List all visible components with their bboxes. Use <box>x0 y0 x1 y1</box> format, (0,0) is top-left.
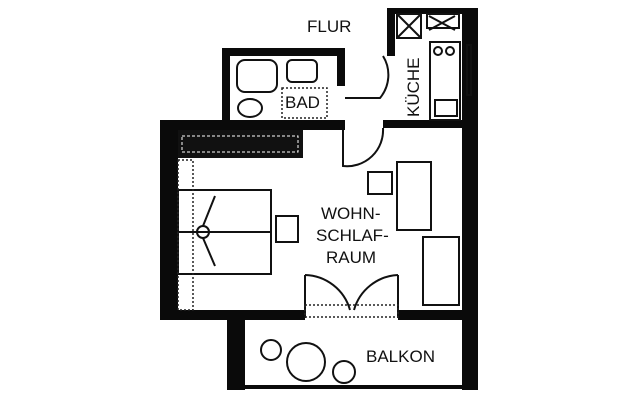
walls <box>160 8 478 390</box>
bathroom-fixtures <box>236 59 328 119</box>
balcony-table <box>286 342 326 382</box>
balcony-stool <box>260 339 282 361</box>
balcony-door-left <box>304 274 351 318</box>
kitchen-sink <box>434 99 458 117</box>
balcony-stool <box>332 360 356 384</box>
stove-burner <box>433 46 443 56</box>
doors <box>304 55 399 318</box>
label-bathroom: BAD <box>285 93 320 112</box>
kitchen-fixtures <box>396 13 472 121</box>
label-living-1: WOHN- <box>321 204 380 223</box>
wardrobe <box>178 130 303 158</box>
chair <box>367 171 393 195</box>
toilet <box>237 98 263 118</box>
nightstand <box>275 215 299 243</box>
balcony-furniture <box>260 339 356 384</box>
cabinet <box>422 236 460 306</box>
label-hallway: FLUR <box>307 17 351 36</box>
shower-tray <box>236 59 278 93</box>
balcony-door-right <box>353 274 399 318</box>
sink <box>286 59 318 83</box>
label-living-2: SCHLAF- <box>316 226 389 245</box>
room-door-arc <box>342 127 385 168</box>
living-furniture <box>177 130 460 311</box>
label-kitchen: KÜCHE <box>404 57 423 117</box>
bathroom-door-arc <box>345 55 390 99</box>
label-balcony: BALKON <box>366 347 435 366</box>
stove-burner <box>445 46 455 56</box>
desk <box>396 161 432 231</box>
kitchen-counter <box>429 41 461 121</box>
label-living-3: RAUM <box>326 248 376 267</box>
